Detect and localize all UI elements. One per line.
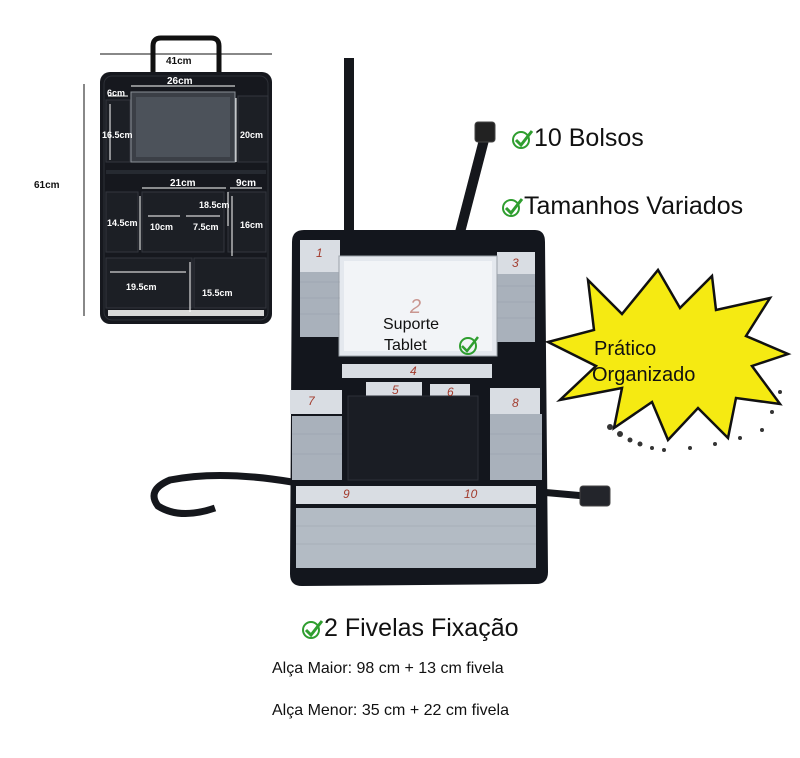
check-icon [300,617,324,641]
tablet-label-2: Tablet [384,337,427,354]
pocket-number-7: 7 [308,394,315,408]
badge-line-2: Organizado [592,364,696,386]
pocket-number-2: 2 [410,296,422,318]
pocket-number-1: 1 [316,246,323,260]
dim-6: 6cm [107,88,126,98]
tablet-check-icon [459,336,479,355]
dim-height-label: 61cm [34,180,60,191]
dim-18-5: 18.5cm [199,200,230,210]
feature-pockets: 10 Bolsos [510,124,644,153]
dim-26: 26cm [167,76,193,87]
pocket-number-8: 8 [512,396,519,410]
dim-19-5: 19.5cm [126,282,157,292]
organizer-image [150,58,611,586]
dim-width-label: 41cm [166,56,192,67]
check-icon [510,127,534,151]
dim-7-5: 7.5cm [193,222,219,232]
feature-pockets-text: 10 Bolsos [534,124,644,152]
dimension-diagram: 41cm 61cm 26cm 6cm 16.5cm 20cm 21cm 9cm … [0,0,300,340]
dim-15-5: 15.5cm [202,288,233,298]
feature-sizes-text: Tamanhos Variados [524,192,744,220]
pocket-number-10: 10 [464,487,478,501]
feature-sizes: Tamanhos Variados [500,192,743,221]
dim-14-5: 14.5cm [107,218,138,228]
feature-buckles: 2 Fivelas Fixação [300,614,519,643]
dim-20: 20cm [240,130,264,140]
dim-16: 16cm [240,220,264,230]
pocket-number-3: 3 [512,256,519,270]
pocket-number-4: 4 [410,364,417,378]
dim-10: 10cm [150,222,174,232]
check-icon [500,195,524,219]
strap-minor-text: Alça Menor: 35 cm + 22 cm fivela [272,702,509,719]
diagram-organizer-image [83,35,272,324]
tablet-label-1: Suporte [383,316,440,333]
main-organizer: Suporte Tablet 1 2 3 4 5 6 7 8 9 10 [140,50,620,610]
pocket-number-6: 6 [447,385,454,399]
pocket-number-9: 9 [343,487,350,501]
practical-badge: Prático Organizado [540,262,800,462]
pocket-number-5: 5 [392,383,399,397]
dim-16-5: 16.5cm [102,130,133,140]
badge-line-1: Prático [594,338,657,360]
dim-9: 9cm [236,178,257,189]
strap-major-text: Alça Maior: 98 cm + 13 cm fivela [272,660,504,677]
feature-buckles-text: 2 Fivelas Fixação [324,614,519,642]
starburst-icon [544,267,792,452]
dim-21: 21cm [170,178,196,189]
